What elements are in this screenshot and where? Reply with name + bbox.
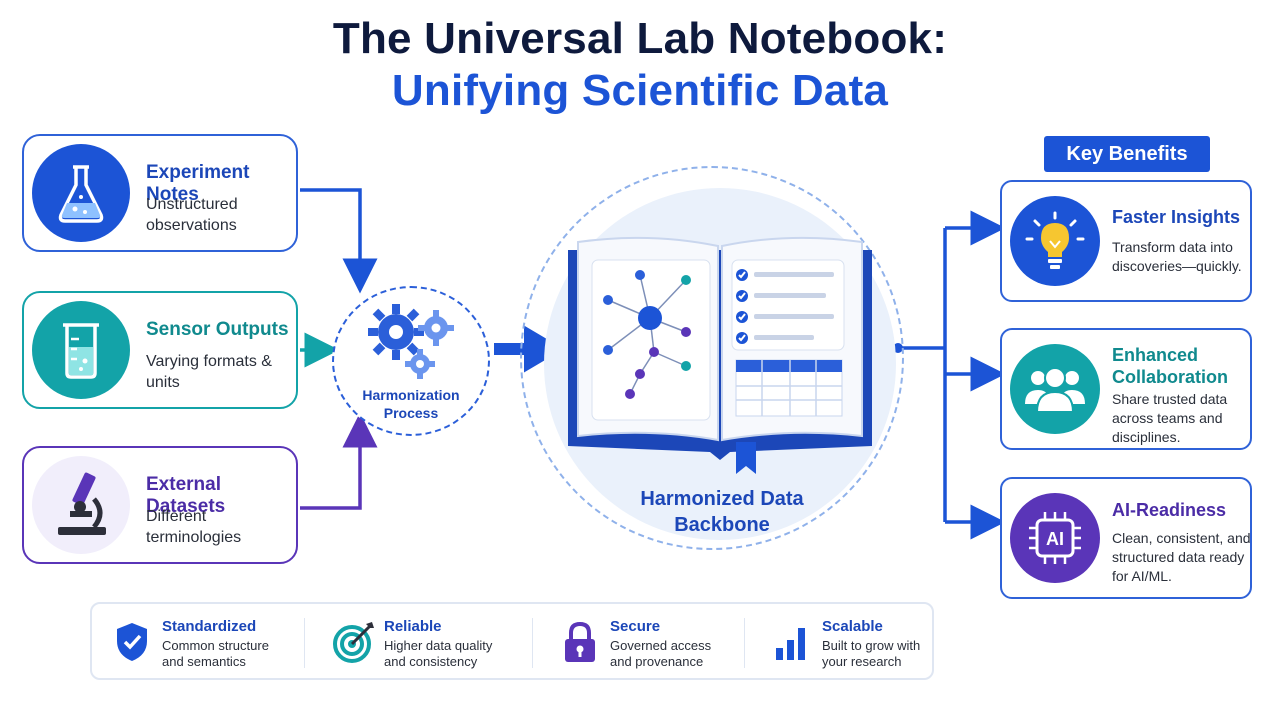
- padlock-icon: [556, 618, 604, 666]
- harmonization-label: Harmonization Process: [362, 387, 460, 421]
- source-desc: Different terminologies: [146, 508, 242, 546]
- strip-divider: [304, 618, 305, 668]
- page-subtitle: Unifying Scientific Data: [391, 66, 889, 115]
- benefit-desc: Clean, consistent, and structured data r…: [1112, 530, 1251, 584]
- benefit-card-ai-readiness: AI AI-Readiness Clean, consistent, and s…: [1000, 477, 1252, 599]
- source-title: External Datasets: [146, 474, 226, 517]
- source-title: Sensor Outputs: [146, 319, 289, 340]
- arrow-experiment-to-harmonization: [300, 188, 378, 294]
- beaker-icon: [32, 301, 130, 399]
- page-title: The Universal Lab Notebook:: [332, 14, 948, 63]
- feature-desc: Common structure and semantics: [162, 638, 269, 669]
- feature-title: Reliable: [384, 618, 442, 635]
- features-strip: Standardized Common structure and semant…: [90, 602, 934, 680]
- feature-standardized: Standardized Common structure and semant…: [108, 614, 308, 672]
- key-benefits-heading: Key Benefits: [1044, 136, 1210, 172]
- benefit-title: AI-Readiness: [1112, 500, 1227, 520]
- harmonization-process: [332, 286, 490, 436]
- source-card-experiment-notes: Experiment Notes Unstructured observatio…: [22, 134, 298, 252]
- gears-icon: [368, 304, 454, 379]
- benefit-title: Enhanced Collaboration: [1112, 345, 1228, 387]
- lightbulb-icon: [1010, 196, 1100, 286]
- feature-desc: Built to grow with your research: [822, 638, 921, 669]
- benefit-card-faster-insights: Faster Insights Transform data into disc…: [1000, 180, 1252, 302]
- feature-title: Standardized: [162, 618, 257, 635]
- source-title: Experiment Notes: [146, 162, 250, 205]
- backbone-label: Harmonized Data Backbone: [640, 488, 804, 536]
- bar-chart-icon: [768, 618, 816, 666]
- people-icon: [1010, 344, 1100, 434]
- benefit-desc: Transform data into discoveries—quickly.: [1112, 239, 1242, 274]
- target-icon: [330, 618, 378, 666]
- feature-reliable: Reliable Higher data quality and consist…: [330, 614, 530, 672]
- feature-scalable: Scalable Built to grow with your researc…: [768, 614, 928, 672]
- feature-secure: Secure Governed access and provenance: [556, 614, 756, 672]
- feature-title: Secure: [610, 618, 661, 635]
- benefit-title: Faster Insights: [1112, 207, 1241, 227]
- feature-desc: Higher data quality and consistency: [384, 638, 493, 669]
- source-desc: Unstructured observations: [146, 196, 238, 234]
- strip-divider: [744, 618, 745, 668]
- arrow-external-to-harmonization: [300, 412, 378, 510]
- feature-desc: Governed access and provenance: [610, 638, 712, 669]
- backbone-ring: [520, 166, 904, 550]
- microscope-icon: [32, 456, 130, 554]
- benefit-card-collaboration: Enhanced Collaboration Share trusted dat…: [1000, 328, 1252, 450]
- open-notebook-icon: [568, 236, 872, 474]
- ai-chip-icon: AI: [1010, 493, 1100, 583]
- svg-text:AI: AI: [1046, 529, 1064, 549]
- source-desc: Varying formats & units: [146, 353, 272, 391]
- source-card-sensor-outputs: Sensor Outputs Varying formats & units: [22, 291, 298, 409]
- source-card-external-datasets: External Datasets Different terminologie…: [22, 446, 298, 564]
- shield-check-icon: [108, 618, 156, 666]
- flask-icon: [32, 144, 130, 242]
- strip-divider: [532, 618, 533, 668]
- feature-title: Scalable: [822, 618, 883, 635]
- benefit-desc: Share trusted data across teams and disc…: [1112, 391, 1228, 445]
